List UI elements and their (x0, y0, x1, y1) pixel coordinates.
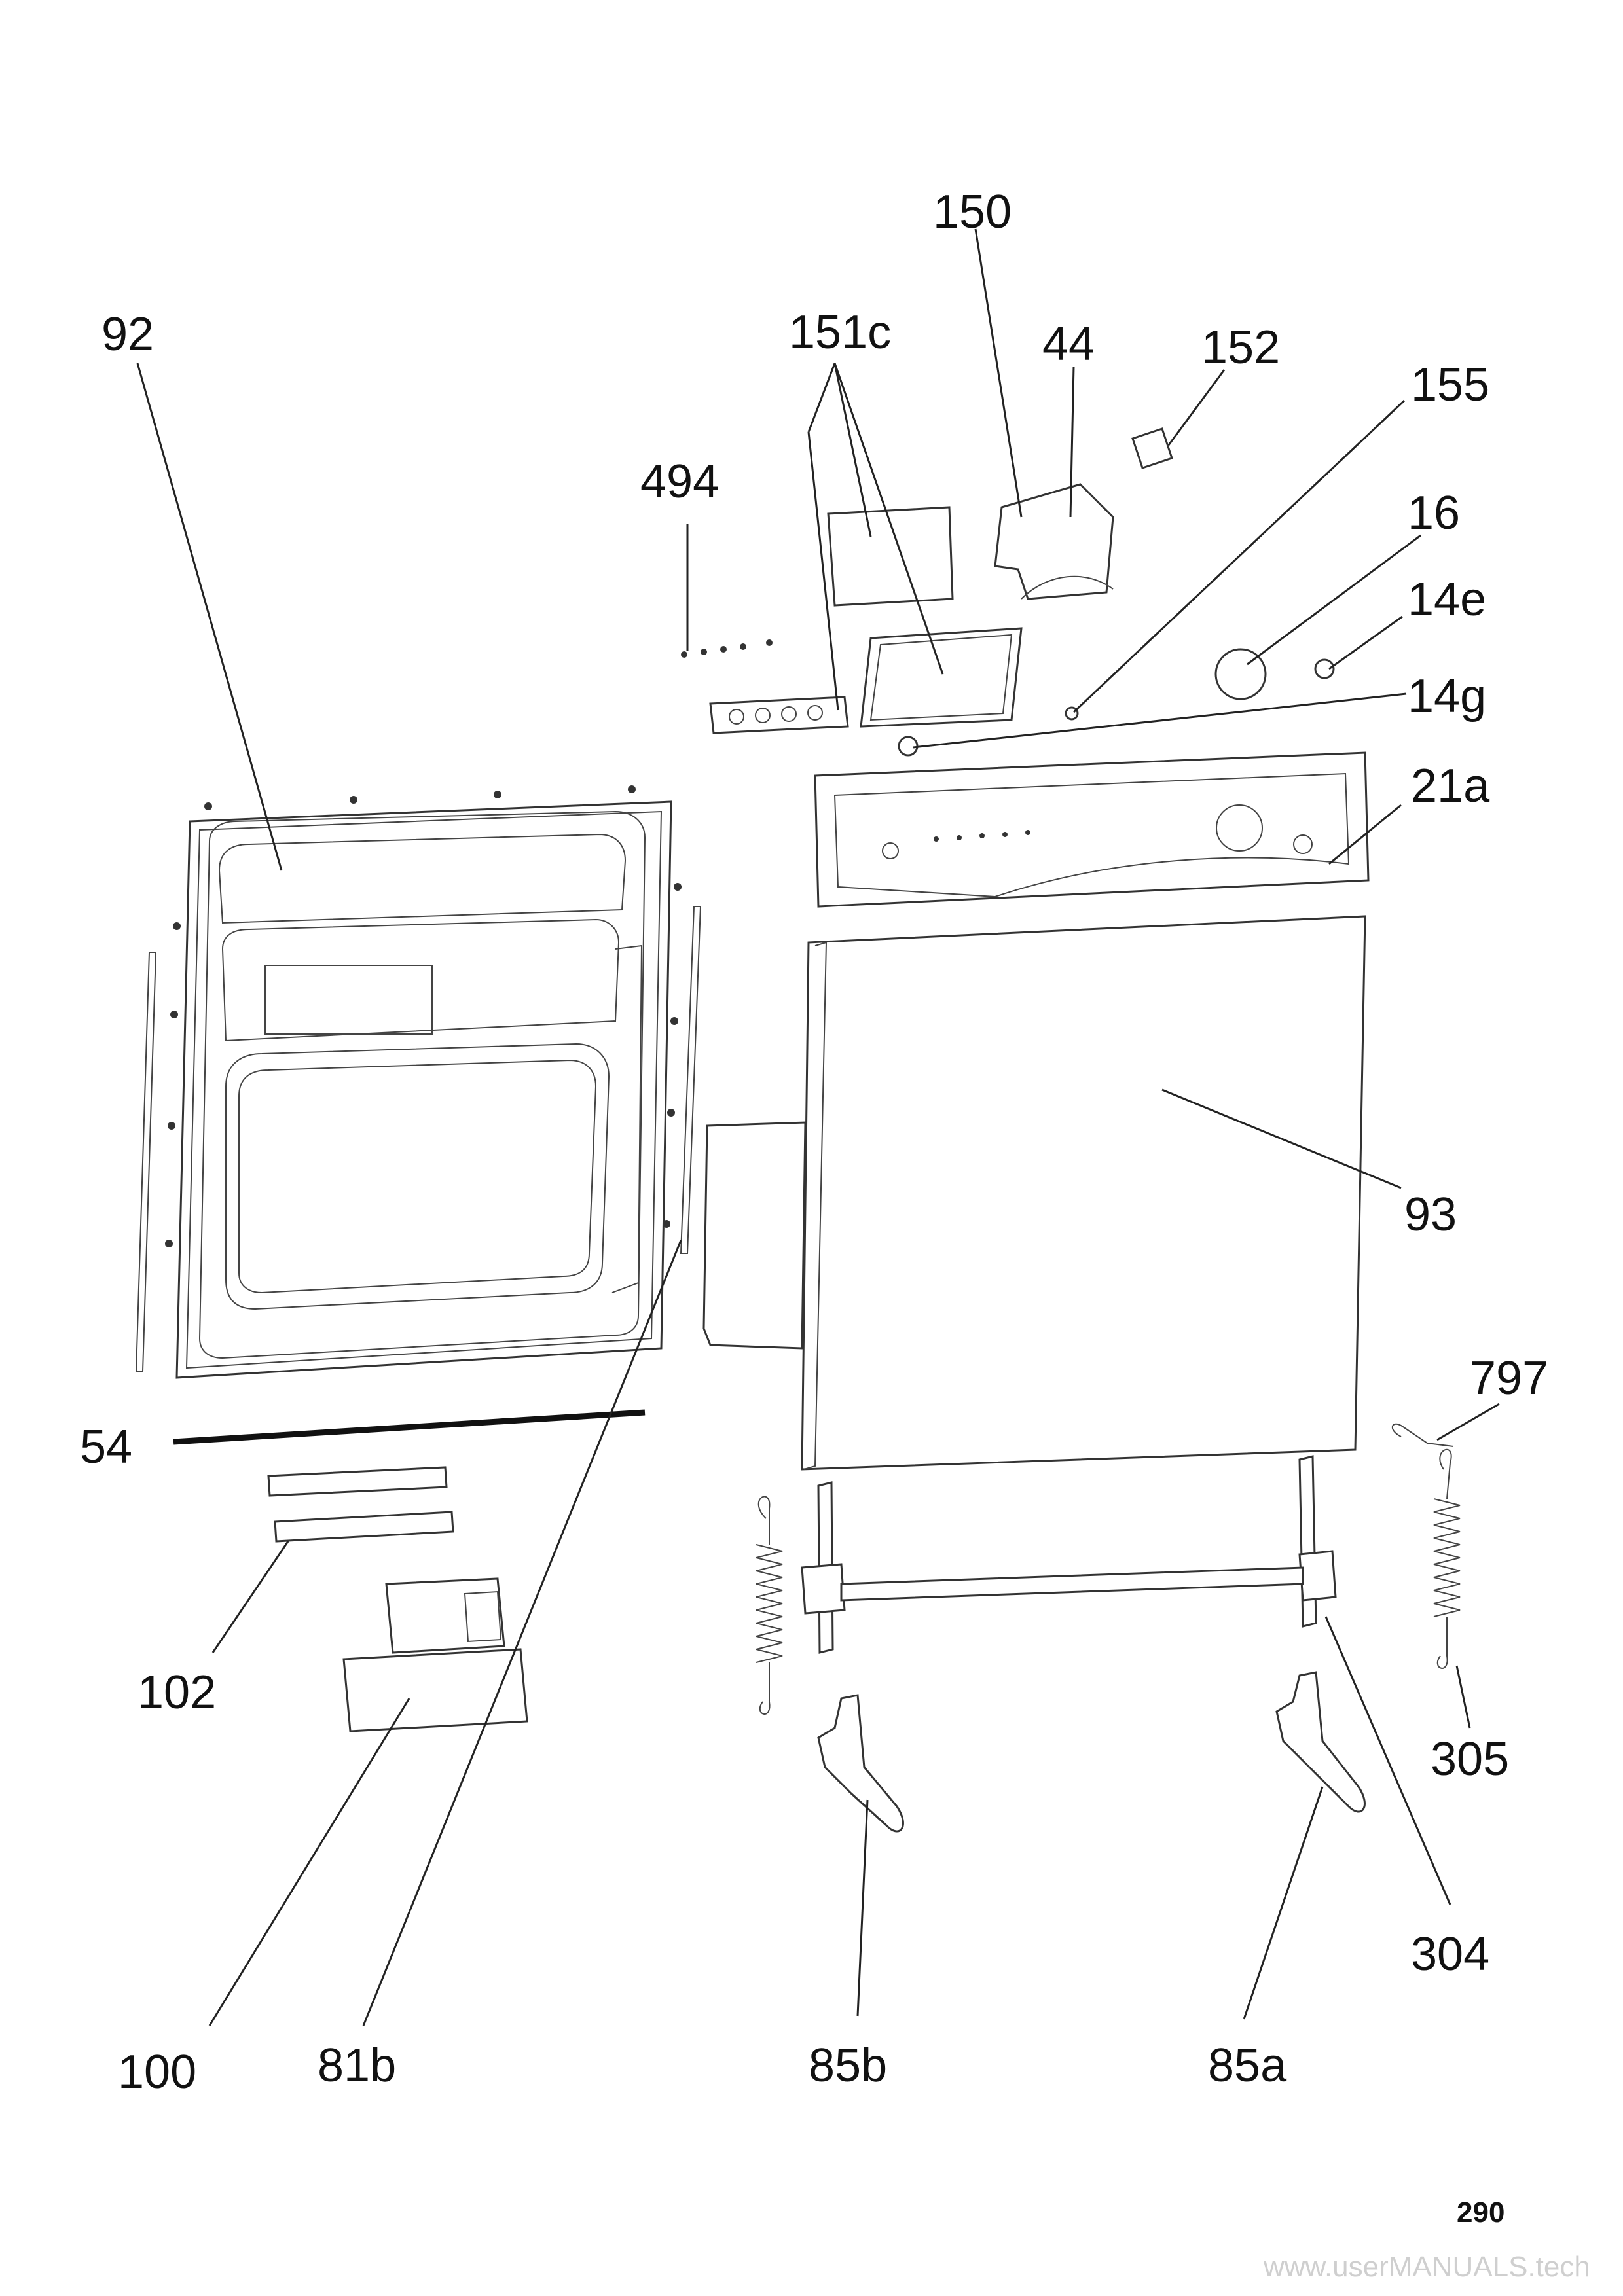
callout-85b: 85b (809, 2039, 887, 2092)
callout-152: 152 (1201, 321, 1280, 374)
knob-insert (1314, 658, 1335, 679)
bottom-seal-strip (173, 1409, 646, 1445)
switch-connector (1131, 427, 1173, 469)
spring-hook (1391, 1423, 1454, 1447)
hinge-left (817, 1694, 904, 1833)
program-knob (1214, 648, 1267, 700)
callout-150: 150 (933, 186, 1012, 238)
spring-right (1433, 1448, 1461, 1669)
callout-92: 92 (101, 308, 154, 361)
callout-305: 305 (1431, 1733, 1509, 1785)
callout-797: 797 (1470, 1352, 1548, 1405)
spring-left (756, 1496, 783, 1715)
callout-81b: 81b (318, 2039, 396, 2092)
callout-151c: 151c (789, 306, 891, 359)
inner-door-panel (135, 785, 702, 1379)
callout-494: 494 (640, 456, 719, 508)
page-number: 290 (1457, 2197, 1504, 2229)
detergent-dispenser (342, 1577, 528, 1732)
control-panel (814, 751, 1370, 908)
knob-cap (898, 736, 919, 757)
hinge-brackets (267, 1466, 454, 1543)
leader-lines (136, 228, 1500, 2026)
watermark: www.userMANUALS.tech (1263, 2251, 1590, 2283)
hinge-right (1275, 1671, 1366, 1813)
button-strip (681, 639, 849, 734)
callout-44: 44 (1042, 318, 1095, 370)
callout-16: 16 (1408, 487, 1460, 539)
side-channel (702, 1121, 807, 1350)
callout-304: 304 (1411, 1928, 1489, 1981)
door-lock (994, 483, 1114, 600)
callout-21a: 21a (1411, 760, 1490, 812)
electronic-boards (827, 506, 1023, 728)
callout-54: 54 (80, 1421, 132, 1473)
hinge-rod-assembly (801, 1455, 1337, 1654)
callout-100: 100 (118, 2046, 196, 2098)
callout-93: 93 (1404, 1189, 1457, 1241)
callout-14g: 14g (1408, 670, 1486, 723)
callout-labels: 92 494 151c 150 44 152 155 16 14e 14g 21… (80, 186, 1548, 2098)
callout-85a: 85a (1208, 2039, 1287, 2092)
callout-102: 102 (137, 1666, 216, 1719)
callout-155: 155 (1411, 359, 1489, 411)
callout-14e: 14e (1408, 573, 1486, 626)
outer-door-panel (801, 915, 1366, 1471)
